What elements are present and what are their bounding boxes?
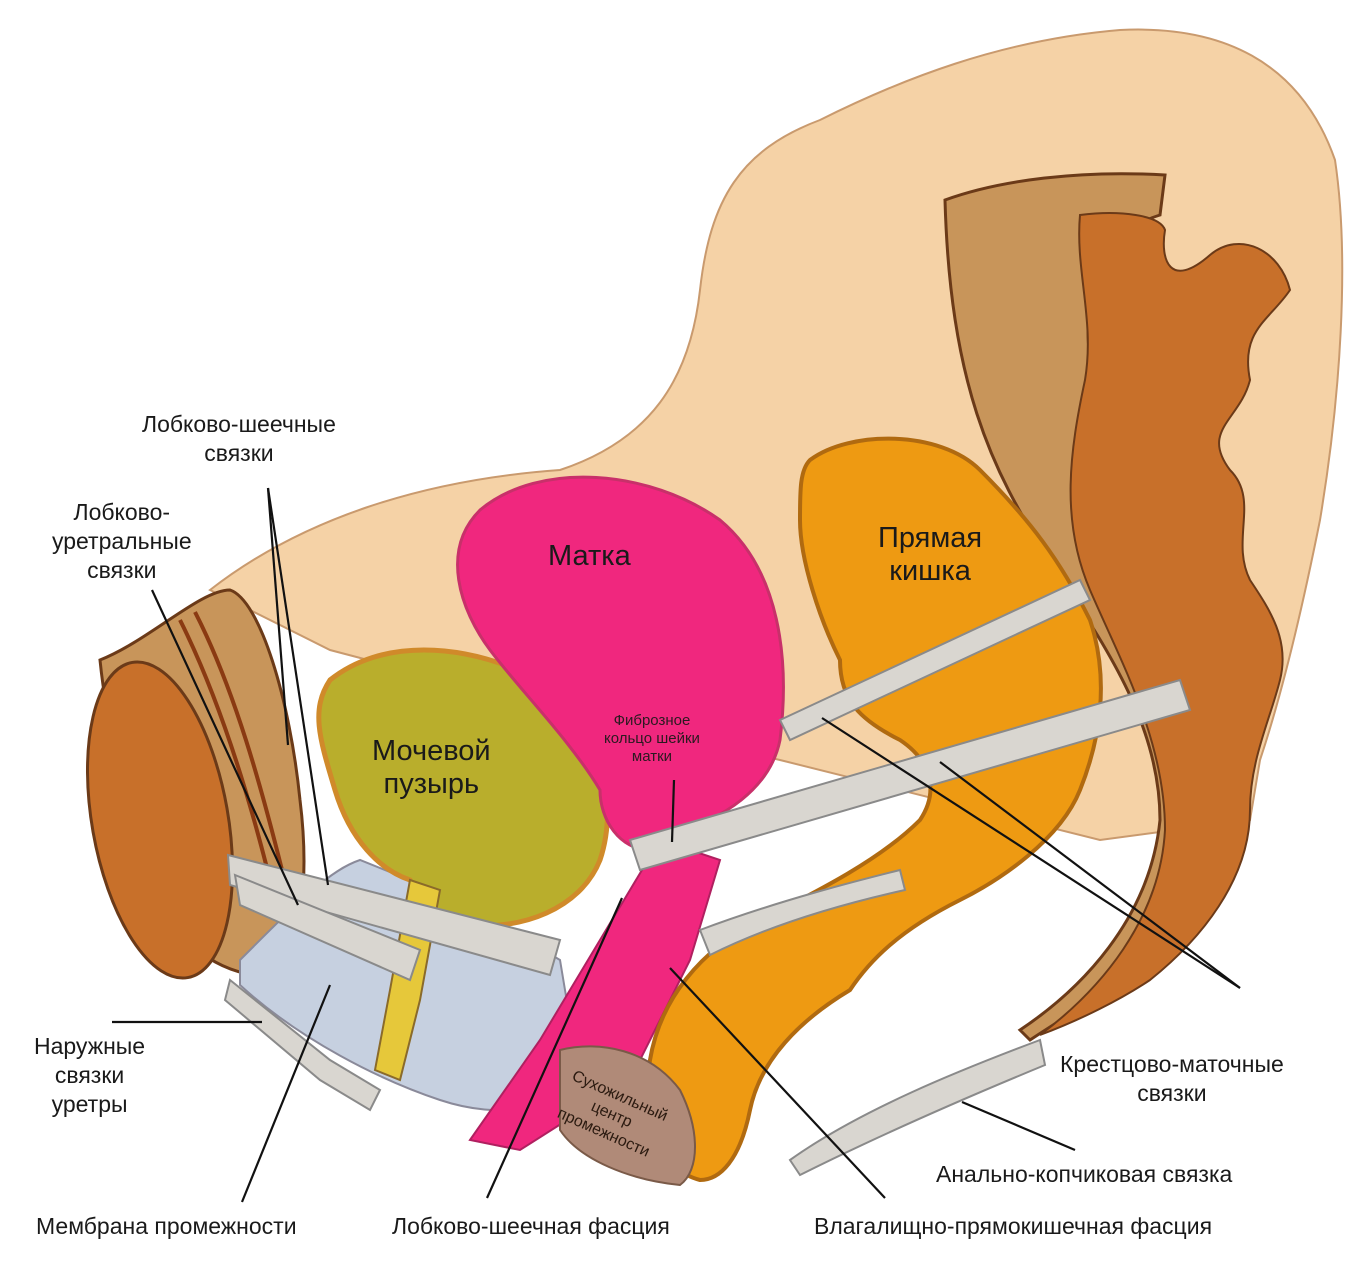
cervical-ring-label: Фиброзное кольцо шейки матки	[604, 712, 700, 766]
pubic-symphysis-cut	[85, 660, 235, 980]
rectovaginal-band	[698, 868, 907, 957]
anococcygeal-ligament-label: Анально-копчиковая связка	[936, 1160, 1232, 1189]
anococcygeal-band	[788, 1038, 1047, 1177]
anococcygeal-text: Анально-копчиковая связка	[936, 1161, 1233, 1187]
external-urethral-band	[223, 978, 382, 1112]
leader-lines	[112, 487, 1241, 1203]
pubourethral-line2: уретральные	[52, 528, 192, 554]
perineal-membrane-label: Мембрана промежности	[36, 1212, 297, 1241]
uterosacral-band	[778, 578, 1092, 742]
leader-cervical-ring	[670, 779, 676, 843]
uterosacral-ligaments-label: Крестцово-маточные связки	[1060, 1050, 1284, 1108]
pubocervical-fascia-text: Лобково-шеечная фасция	[392, 1213, 670, 1239]
uterosacral-line2: связки	[1137, 1080, 1207, 1106]
pubocervical-fascia-label: Лобково-шеечная фасция	[392, 1212, 670, 1241]
bladder-label-line1: Мочевой	[372, 735, 491, 767]
pubocervical-band-upper	[226, 853, 562, 977]
leader-pubocervical-2	[266, 487, 330, 886]
external-urethral-ligaments-label: Наружные связки уретры	[34, 1032, 145, 1119]
pubocervical-ligaments-line2: связки	[204, 440, 274, 466]
leader-uterosacral-2	[939, 761, 1241, 989]
cervical-ring-line3: матки	[631, 748, 673, 765]
pubourethral-line1: Лобково-	[73, 499, 171, 525]
pubocervical-ligaments-label: Лобково-шеечные связки	[142, 410, 336, 468]
bladder-label-line2: пузырь	[383, 768, 480, 800]
rectum-label-line2: кишка	[889, 555, 971, 587]
leader-perineal-membrane	[240, 984, 332, 1203]
uterus-label-text: Матка	[548, 540, 631, 572]
bladder-label: Мочевой пузырь	[372, 735, 491, 801]
perineal-membrane-text: Мембрана промежности	[36, 1213, 297, 1239]
leader-pubocervical-fascia	[485, 897, 624, 1199]
leader-anococcygeal	[961, 1100, 1076, 1152]
leader-uterosacral-1	[821, 717, 1241, 989]
vagina-shape	[468, 838, 722, 1152]
sacrum-inner	[1039, 212, 1292, 1036]
cervical-ring-line1: Фиброзное	[613, 712, 691, 729]
rectum-label: Прямая кишка	[878, 522, 982, 588]
external-urethral-line3: уретры	[51, 1091, 128, 1117]
pubocervical-ligaments-line1: Лобково-шеечные	[142, 411, 336, 437]
cervical-ring-line2: кольцо шейки	[604, 730, 700, 747]
rectovaginal-fascia-text: Влагалищно-прямокишечная фасция	[814, 1213, 1213, 1239]
uterosacral-line1: Крестцово-маточные	[1060, 1051, 1284, 1077]
pubourethral-ligaments-label: Лобково- уретральные связки	[52, 498, 192, 585]
pubocervical-band-lower	[233, 873, 422, 982]
perineal-body-shape	[559, 1045, 696, 1187]
external-urethral-line1: Наружные	[34, 1033, 146, 1059]
uterus-label: Матка	[548, 540, 631, 573]
external-urethral-line2: связки	[54, 1062, 125, 1088]
leader-pubocervical-1	[266, 487, 290, 746]
leader-pubourethral	[151, 589, 299, 906]
pubic-bone-stripes	[178, 611, 284, 881]
leader-rectovaginal-fascia	[669, 967, 886, 1199]
pubourethral-line3: связки	[87, 557, 157, 583]
rectovaginal-fascia-label: Влагалищно-прямокишечная фасция	[814, 1212, 1212, 1241]
rectum-label-line1: Прямая	[878, 522, 983, 554]
